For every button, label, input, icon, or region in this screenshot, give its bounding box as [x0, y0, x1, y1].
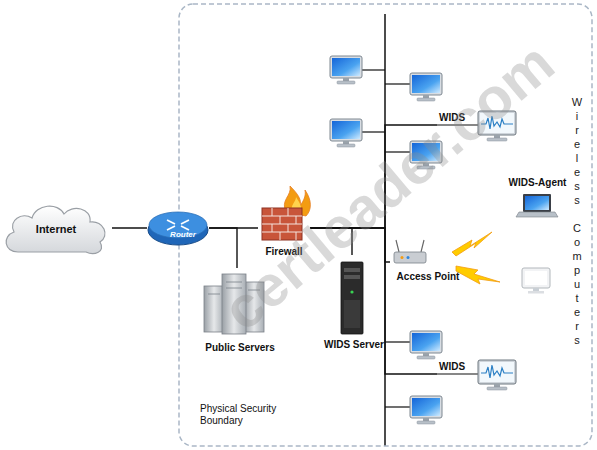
wire — [385, 406, 410, 407]
node-label: Router — [161, 229, 205, 241]
monitor-base — [528, 291, 544, 294]
node-label: Physical Security Boundary — [200, 403, 300, 427]
server-slot — [344, 275, 360, 279]
wireless-signal — [456, 266, 500, 284]
desktop-computer — [410, 73, 442, 101]
node-label: WIDS Server — [309, 339, 399, 351]
laptop-icon — [516, 194, 558, 217]
laptop-base — [516, 212, 558, 217]
router: Router — [147, 208, 209, 246]
boundary-outline — [179, 4, 592, 446]
server-tower — [341, 262, 363, 334]
wire — [437, 373, 478, 374]
access-point: Access Point — [390, 240, 465, 285]
node-label: Access Point — [386, 271, 470, 283]
access-point-led — [401, 256, 404, 259]
node-label: Internet — [0, 223, 112, 235]
wids-sensor: WIDS — [437, 352, 519, 392]
laptop-screen — [525, 196, 549, 210]
access-point-led — [407, 256, 410, 259]
router-arrow — [181, 226, 189, 230]
wids-monitor — [478, 360, 516, 390]
brick-line — [272, 208, 273, 216]
desktop-computer — [410, 331, 442, 359]
monitor-screen — [525, 271, 547, 285]
watermark: certleader.com — [210, 29, 567, 344]
wids-server-icon — [341, 262, 363, 334]
wire — [362, 69, 385, 70]
server-led — [350, 290, 353, 293]
node-label: WIDS-Agent — [499, 177, 576, 189]
server-slot — [344, 268, 360, 272]
router-outline — [147, 208, 209, 246]
monitor-frame — [522, 268, 550, 288]
server-panel — [344, 300, 360, 328]
desktop-computer — [330, 119, 362, 147]
desktop-computer — [330, 56, 362, 84]
internet-cloud: Internet — [0, 198, 112, 260]
wireless-computer-icon — [522, 268, 550, 294]
antenna — [421, 240, 424, 252]
desktop-computer — [410, 396, 442, 424]
access-point-icon — [394, 240, 426, 263]
brick-line — [288, 208, 289, 216]
brick-line — [280, 216, 281, 224]
router-arrow — [167, 220, 175, 224]
network-link — [112, 227, 147, 228]
laptop-lid — [523, 194, 551, 212]
wireless-signal — [452, 232, 492, 256]
wire — [385, 341, 410, 342]
side-label: Wireless Computers — [571, 96, 583, 348]
antenna — [396, 240, 399, 252]
wire — [362, 131, 385, 132]
network-link — [209, 228, 237, 268]
brick-line — [272, 224, 273, 232]
monitor-stand — [533, 288, 539, 291]
wids-agent: WIDS-Agent — [505, 175, 570, 220]
node-label: Public Servers — [190, 342, 290, 354]
access-point-body — [394, 252, 426, 263]
node-label: WIDS — [439, 361, 479, 373]
router-arrow — [167, 226, 175, 230]
router-arrow — [181, 220, 189, 224]
wire — [385, 83, 410, 84]
